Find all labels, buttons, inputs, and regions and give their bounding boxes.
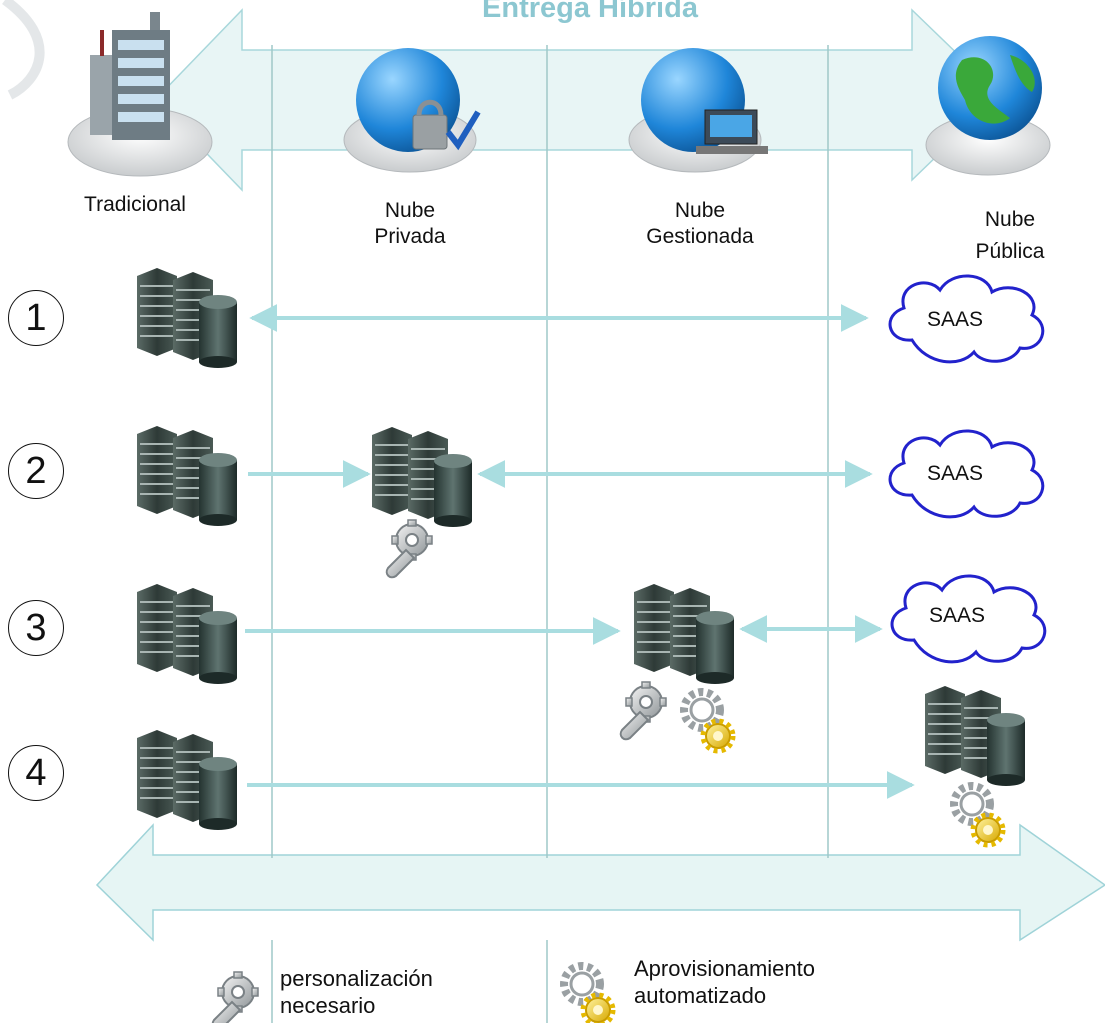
saas-label-1: SAAS: [927, 308, 983, 331]
saas-label-3: SAAS: [929, 604, 985, 627]
server-stack-row2-private: [371, 426, 473, 528]
column-label-public-cloud: Nube Pública: [940, 207, 1080, 265]
legend-line: Aprovisionamiento: [634, 956, 815, 981]
saas-label-2: SAAS: [927, 462, 983, 485]
legend-line: necesario: [280, 993, 376, 1018]
column-label-managed-cloud: Nube Gestionada: [610, 198, 790, 250]
legend-wrench-gear-icon: [211, 971, 259, 1023]
diagram-title: Entrega Híbrida: [482, 0, 698, 24]
server-stack-row4-public: [924, 685, 1026, 787]
column-label-line: Pública: [975, 240, 1045, 263]
step-number-1: 1: [8, 290, 64, 346]
server-stack-row2-traditional: [136, 425, 238, 527]
step-number-3: 3: [8, 600, 64, 656]
gold-gears-icon: [684, 692, 733, 751]
building-icon: [67, 12, 213, 177]
column-label-line: Gestionada: [646, 225, 754, 248]
decorative-swirl: [2, 0, 45, 100]
legend-line: automatizado: [634, 983, 767, 1008]
connectors: [245, 304, 915, 799]
server-stack-row3-managed: [633, 583, 735, 685]
wrench-gear-icon: [619, 681, 667, 741]
column-label-line: Nube: [384, 199, 436, 222]
bottom-double-arrow: [95, 823, 1105, 942]
gold-gears-icon: [954, 786, 1003, 845]
legend-automation-label: Aprovisionamiento automatizado: [634, 955, 815, 1009]
managed-cloud-icon: [628, 48, 768, 173]
column-label-traditional: Tradicional: [40, 192, 230, 218]
column-label-line: Nube: [984, 208, 1036, 231]
wrench-gear-icon: [385, 519, 433, 579]
column-label-line: Tradicional: [84, 193, 186, 216]
column-label-line: Privada: [374, 225, 446, 248]
legend-customization-label: personalización necesario: [280, 965, 433, 1019]
server-stack-row4-traditional: [136, 729, 238, 831]
step-number-4: 4: [8, 745, 64, 801]
column-label-line: Nube: [674, 199, 726, 222]
private-cloud-icon: [343, 48, 481, 173]
top-double-arrow: [153, 8, 1002, 192]
globe-icon: [925, 36, 1051, 176]
column-label-private-cloud: Nube Privada: [330, 198, 490, 250]
legend-line: personalización: [280, 966, 433, 991]
column-gridlines: [271, 45, 829, 1023]
server-stack-row3-traditional: [136, 583, 238, 685]
legend-gold-gears-icon: [564, 966, 613, 1023]
server-stack-row1-traditional: [136, 267, 238, 369]
step-number-2: 2: [8, 443, 64, 499]
